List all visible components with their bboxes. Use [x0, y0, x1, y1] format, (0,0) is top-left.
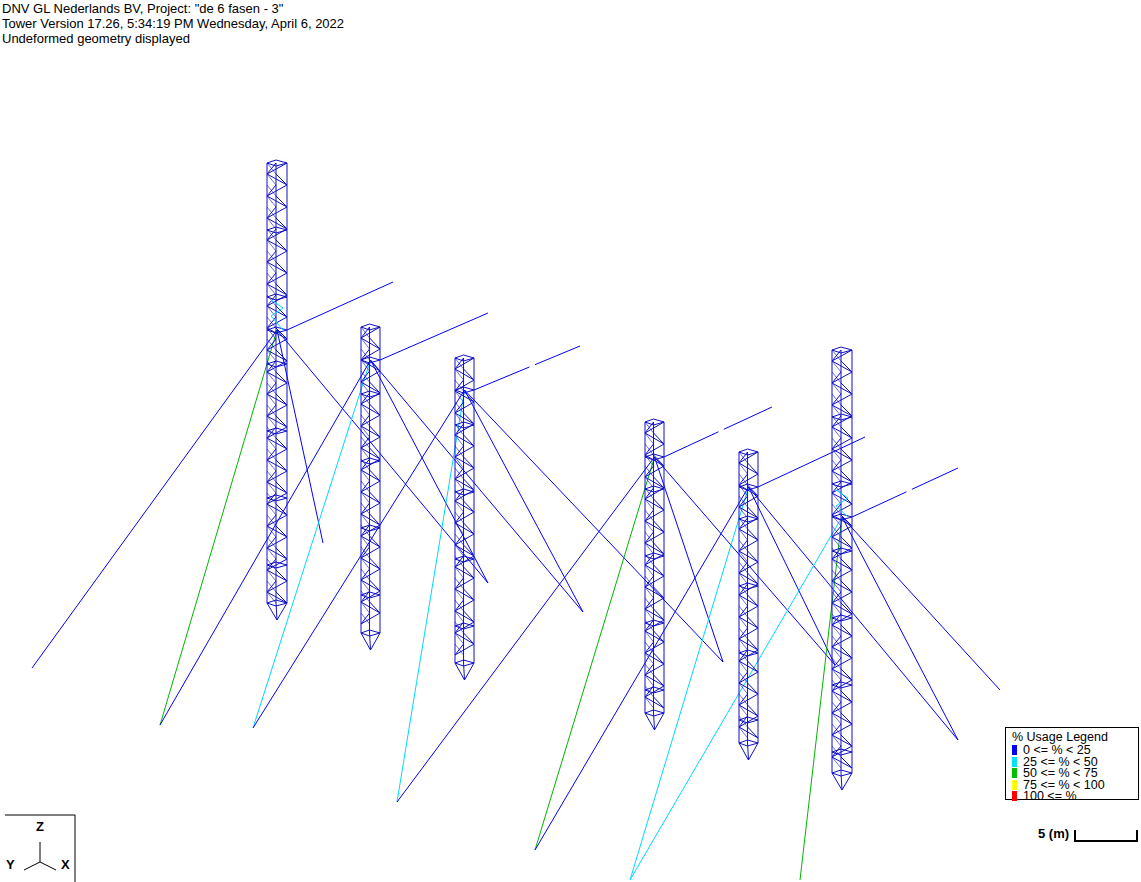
axis-label: Y — [6, 857, 15, 872]
guy-wires — [32, 330, 1000, 880]
guy-wire — [32, 330, 277, 668]
lattice-mast — [267, 160, 393, 620]
lattice-mast — [645, 407, 772, 730]
stressed-member — [836, 490, 848, 517]
guy-wire — [749, 487, 836, 665]
masts — [267, 160, 958, 790]
guy-wire — [371, 360, 584, 612]
stressed-member — [271, 300, 283, 330]
guy-wire — [749, 487, 959, 740]
guy-wire — [253, 390, 465, 728]
guy-wire — [160, 330, 277, 725]
lattice-mast — [739, 437, 865, 760]
guy-wire — [465, 390, 724, 662]
guy-wire — [397, 457, 655, 802]
header-text: DNV GL Nederlands BV, Project: "de 6 fas… — [2, 1, 283, 16]
guy-wire — [655, 457, 836, 665]
legend-swatch — [1012, 791, 1017, 801]
legend-swatch — [1012, 780, 1017, 790]
axis-triad — [5, 815, 75, 882]
lattice-mast — [832, 347, 958, 790]
lattice-mast — [361, 313, 488, 650]
guy-wire — [655, 457, 724, 662]
guy-wire — [800, 517, 842, 880]
lattice-mast — [455, 346, 580, 680]
legend-swatch — [1012, 768, 1017, 778]
guy-wire — [397, 390, 465, 802]
guy-wire — [842, 517, 1000, 690]
guy-wire — [160, 360, 371, 725]
guy-wire — [535, 457, 655, 850]
legend-text: 100 <= % — [1023, 789, 1077, 803]
legend-title: % Usage Legend — [1012, 730, 1108, 745]
header-text: Tower Version 17.26, 5:34:19 PM Wednesda… — [2, 16, 344, 31]
header-text: Undeformed geometry displayed — [2, 31, 190, 46]
guy-wire — [371, 360, 489, 583]
scale-bar — [1075, 830, 1137, 841]
axis-label: X — [61, 857, 70, 872]
guy-wire — [630, 517, 842, 880]
guy-wire — [277, 330, 488, 583]
legend-swatch — [1012, 757, 1017, 767]
guy-wire — [465, 390, 584, 612]
axis-label: Z — [36, 819, 44, 834]
guy-wire — [253, 360, 371, 728]
guy-wire — [535, 487, 749, 850]
legend-entry: 100 <= % — [1012, 790, 1077, 803]
guy-wire — [842, 517, 958, 740]
scale-label: 5 (m) — [1038, 826, 1069, 841]
legend-swatch — [1012, 745, 1017, 755]
guy-wire — [630, 487, 749, 880]
